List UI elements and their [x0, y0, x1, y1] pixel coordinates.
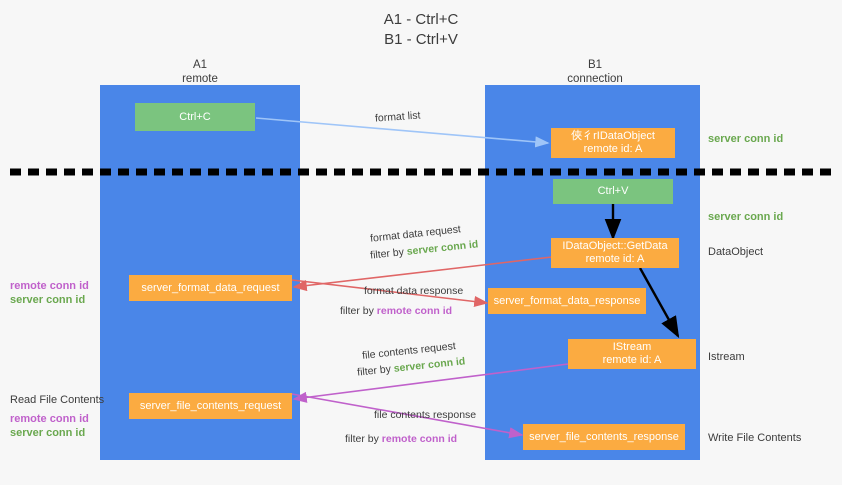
lane-header-b1: B1 connection [515, 58, 675, 86]
box-server-format-data-request-label: server_format_data_request [141, 281, 280, 294]
title-line-2: B1 - Ctrl+V [384, 31, 458, 48]
box-server-file-contents-response[interactable]: server_file_contents_response [523, 424, 685, 450]
label-right-istream: Istream [708, 351, 745, 363]
label-right-dataobject: DataObject [708, 246, 764, 258]
annotation-file-contents-response: file contents response [374, 409, 477, 421]
annotation-format-data-response-filter: filter by remote conn id [340, 305, 452, 318]
filter-prefix: filter by [345, 433, 382, 445]
box-server-file-contents-request-label: server_file_contents_request [139, 399, 282, 412]
lane-a1-name: A1 [192, 59, 208, 71]
lane-a1-sub: remote [182, 73, 218, 85]
annotation-format-list: format list [374, 109, 421, 125]
label-right-server-conn-id-mid: server conn id [708, 211, 784, 223]
label-left-server-conn-id-2: server conn id [10, 427, 86, 439]
label-left-remote-conn-id-2: remote conn id [10, 413, 89, 425]
box-istream-line2: remote id: A [602, 354, 662, 366]
lane-b1-name: B1 [587, 59, 603, 71]
box-getdata-line2: remote id: A [585, 253, 645, 265]
filter-value-remote-conn-id: remote conn id [381, 433, 458, 445]
label-left-server-conn-id-1: server conn id [10, 294, 86, 306]
label-left-read-file-contents: Read File Contents [10, 394, 105, 406]
annotation-format-data-response: format data response [364, 285, 464, 297]
label-right-server-conn-id-top: server conn id [708, 133, 784, 145]
filter-prefix: filter by [369, 245, 408, 262]
annotation-file-contents-response-filter: filter by remote conn id [345, 433, 457, 446]
label-left-remote-conn-id-1: remote conn id [10, 280, 89, 292]
box-istream[interactable]: IStream remote id: A [568, 339, 696, 369]
page-title: A1 - Ctrl+C B1 - Ctrl+V [0, 10, 842, 50]
box-ctrl-c[interactable]: Ctrl+C [135, 103, 255, 131]
box-istream-line1: IStream [612, 341, 652, 353]
label-left-conn-id-group-1: remote conn id server conn id [10, 279, 89, 307]
label-right-write-file-contents: Write File Contents [708, 432, 802, 444]
box-ctrl-c-label: Ctrl+C [179, 110, 211, 123]
lane-header-a1: A1 remote [120, 58, 280, 86]
filter-value-remote-conn-id: remote conn id [376, 305, 453, 317]
box-server-format-data-request[interactable]: server_format_data_request [129, 275, 292, 301]
box-ctrl-v-label: Ctrl+V [597, 185, 629, 197]
box-server-format-data-response-label: server_format_data_response [493, 294, 641, 307]
filter-value-server-conn-id: server conn id [406, 238, 479, 258]
filter-prefix: filter by [356, 362, 395, 379]
label-left-conn-id-group-2: remote conn id server conn id [10, 412, 89, 440]
filter-prefix: filter by [340, 305, 377, 317]
box-ctrl-v[interactable]: Ctrl+V [553, 179, 673, 204]
box-server-file-contents-request[interactable]: server_file_contents_request [129, 393, 292, 419]
box-ole-set-clipboard-dataobject[interactable]: 俠彳rIDataObject remote id: A [551, 128, 675, 158]
title-line-1: A1 - Ctrl+C [383, 11, 459, 28]
lane-b1-sub: connection [567, 73, 623, 85]
box-ole-dataobject-line2: remote id: A [583, 143, 643, 155]
box-idataobject-getdata[interactable]: IDataObject::GetData remote id: A [551, 238, 679, 268]
box-ole-dataobject-line1: 俠彳rIDataObject [571, 130, 655, 142]
box-getdata-line1: IDataObject::GetData [562, 240, 668, 252]
box-server-file-contents-response-label: server_file_contents_response [529, 430, 679, 443]
box-server-format-data-response[interactable]: server_format_data_response [488, 288, 646, 314]
